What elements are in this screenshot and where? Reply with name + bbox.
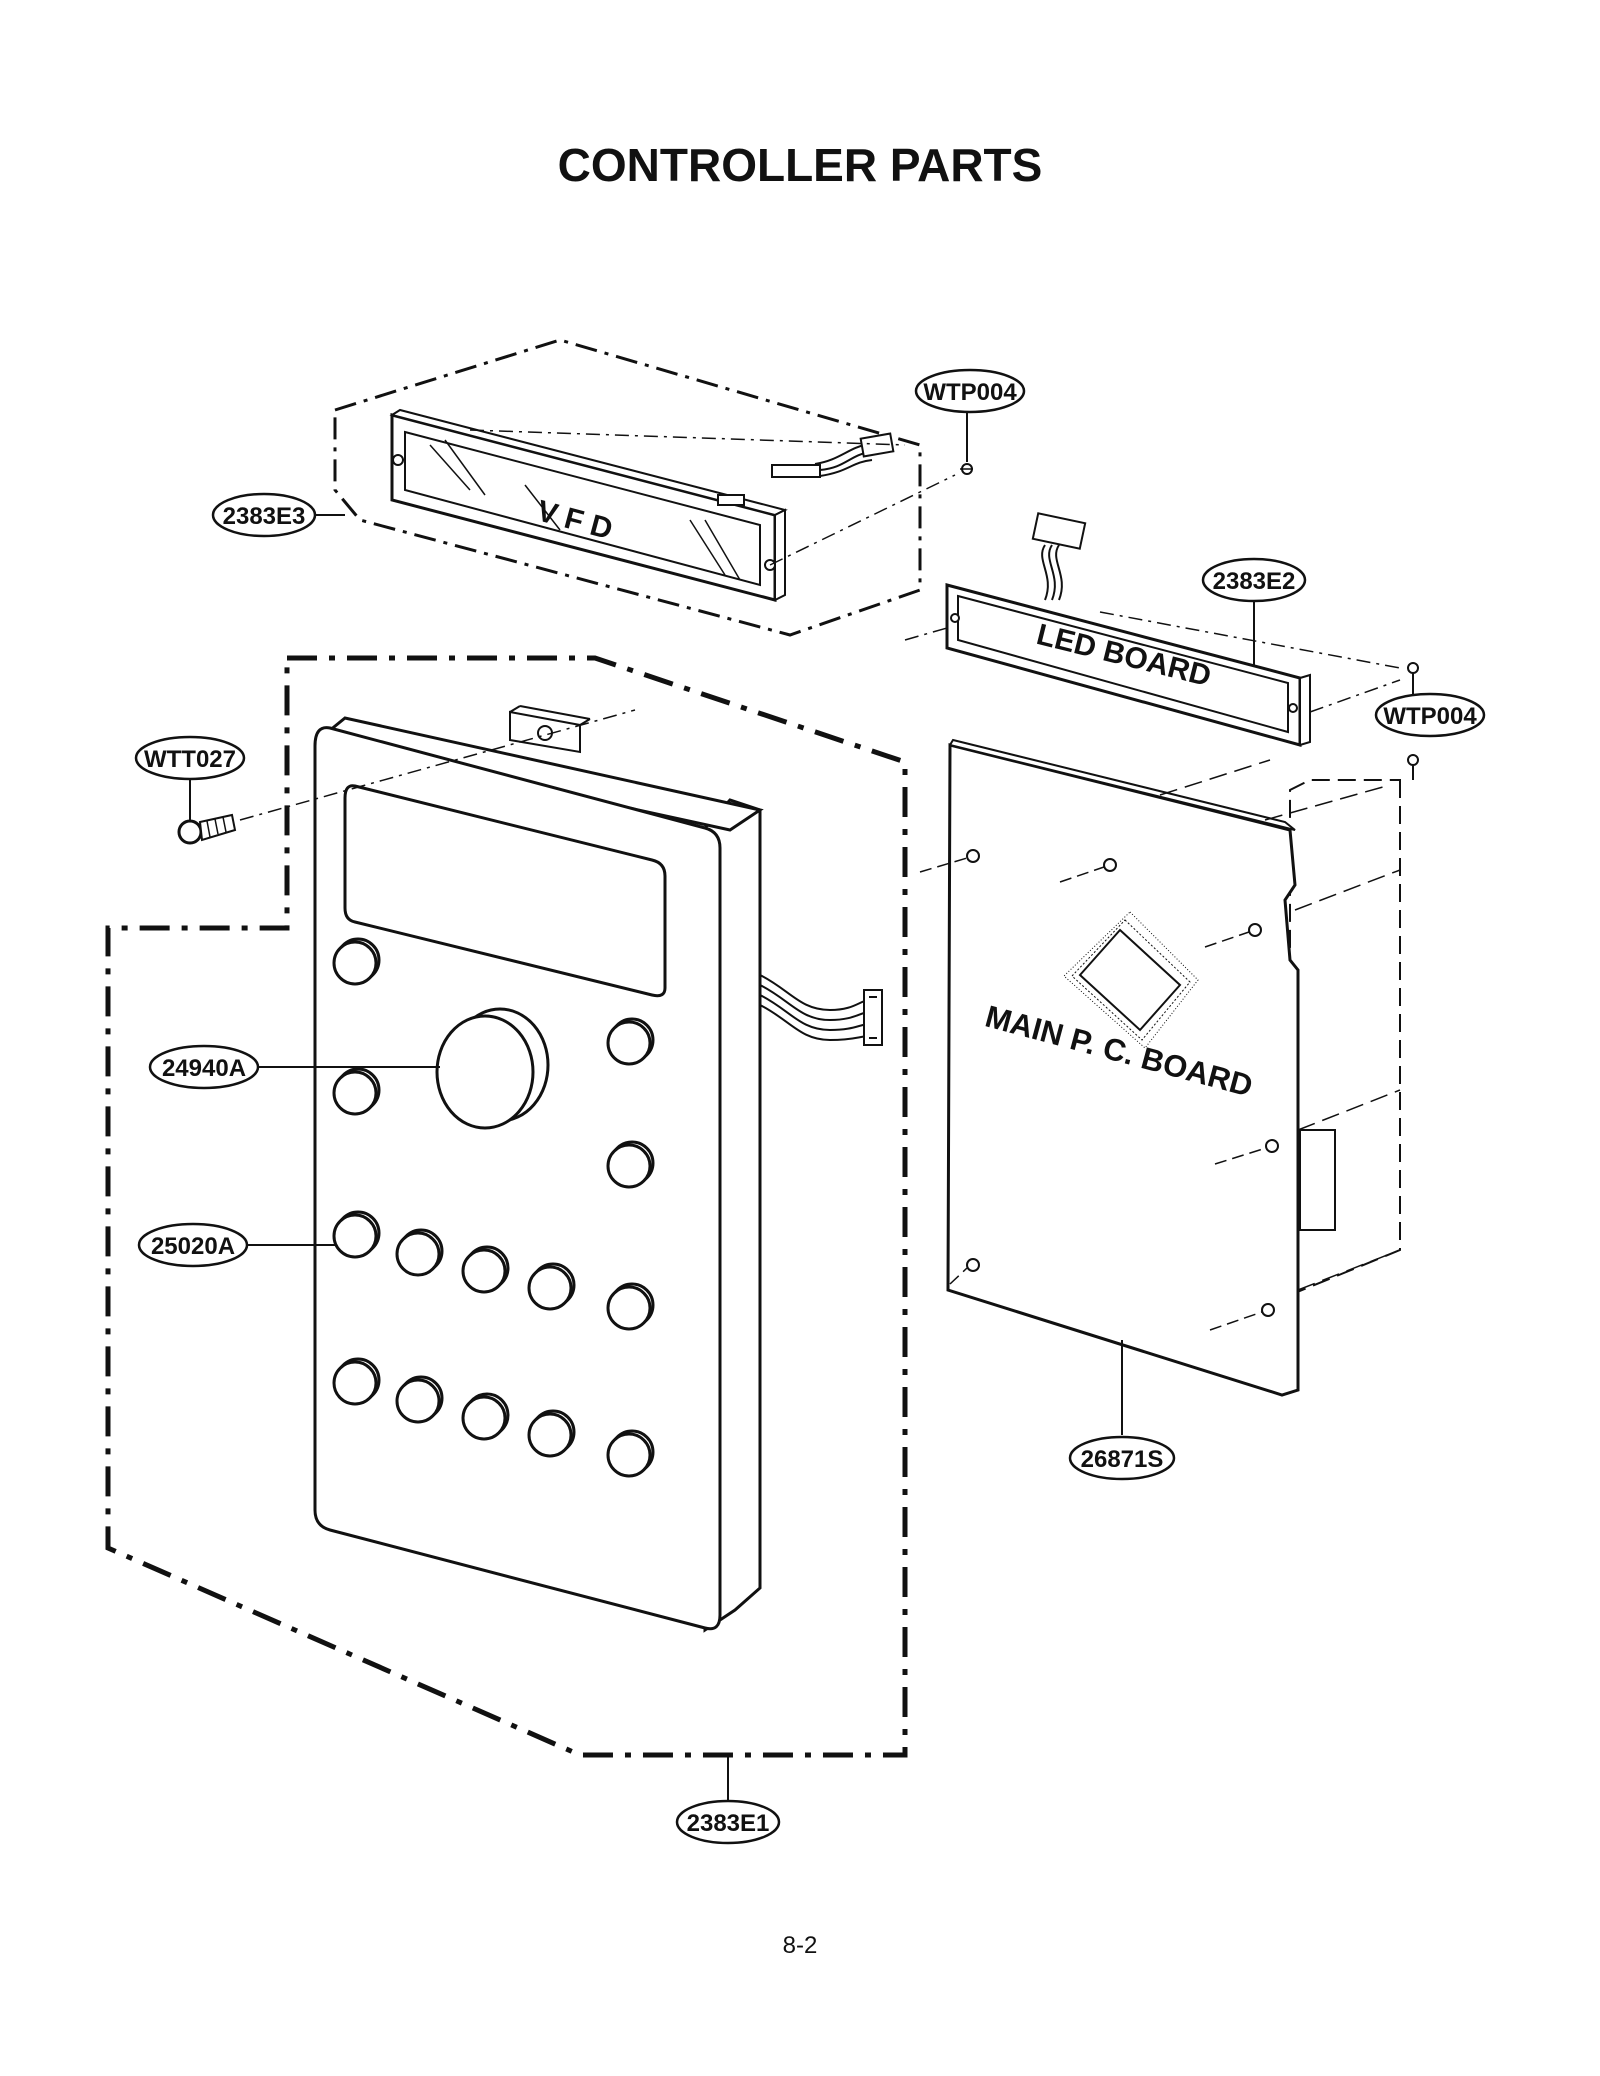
vfd-cable — [717, 432, 895, 506]
callout-2383E1: 2383E1 — [675, 1799, 781, 1845]
vfd-assembly-boundary — [333, 338, 922, 637]
button — [332, 937, 381, 986]
screw-right — [1309, 662, 1419, 780]
callout-26871S: 26871S — [1068, 1435, 1176, 1481]
callout-WTP004-right: WTP004 — [1374, 692, 1486, 738]
button — [395, 1375, 444, 1424]
svg-text:WTT027: WTT027 — [144, 746, 236, 773]
page-title: CONTROLLER PARTS — [557, 139, 1043, 191]
dial-knob — [435, 1007, 550, 1130]
callout-WTT027: WTT027 — [134, 735, 246, 781]
button — [332, 1067, 381, 1116]
led-board: LED BOARD — [904, 512, 1401, 747]
svg-text:2383E1: 2383E1 — [687, 1810, 770, 1837]
svg-text:WTP004: WTP004 — [923, 379, 1017, 406]
svg-text:2383E3: 2383E3 — [223, 503, 306, 530]
button — [395, 1228, 444, 1277]
screw-top — [960, 410, 973, 475]
svg-text:2383E2: 2383E2 — [1213, 568, 1296, 595]
callout-25020A: 25020A — [137, 1222, 249, 1268]
svg-text:24940A: 24940A — [162, 1055, 246, 1082]
main-pc-board: MAIN P. C. BOARD — [919, 738, 1401, 1397]
controller-assembly-boundary — [105, 655, 908, 1758]
callout-24940A: 24940A — [148, 1044, 260, 1090]
button — [606, 1017, 655, 1066]
button — [527, 1409, 576, 1458]
callout-2383E3: 2383E3 — [211, 492, 317, 538]
svg-text:25020A: 25020A — [151, 1233, 235, 1260]
screw-left — [177, 709, 636, 845]
svg-text:26871S: 26871S — [1081, 1446, 1164, 1473]
button — [606, 1429, 655, 1478]
button — [461, 1392, 510, 1441]
button — [527, 1262, 576, 1311]
controller-panel — [313, 705, 883, 1633]
vfd-module: V F D — [389, 408, 788, 602]
button — [606, 1140, 655, 1189]
page-number: 8-2 — [782, 1932, 818, 1959]
button-grid — [332, 937, 655, 1478]
svg-text:WTP004: WTP004 — [1383, 703, 1477, 730]
button — [332, 1210, 381, 1259]
vfd-assembly-group: V F D — [333, 338, 956, 637]
main-chip — [1063, 911, 1199, 1049]
button — [461, 1245, 510, 1294]
button — [606, 1282, 655, 1331]
callout-2383E2: 2383E2 — [1201, 557, 1307, 603]
callout-WTP004-top: WTP004 — [914, 368, 1026, 414]
button — [332, 1357, 381, 1406]
